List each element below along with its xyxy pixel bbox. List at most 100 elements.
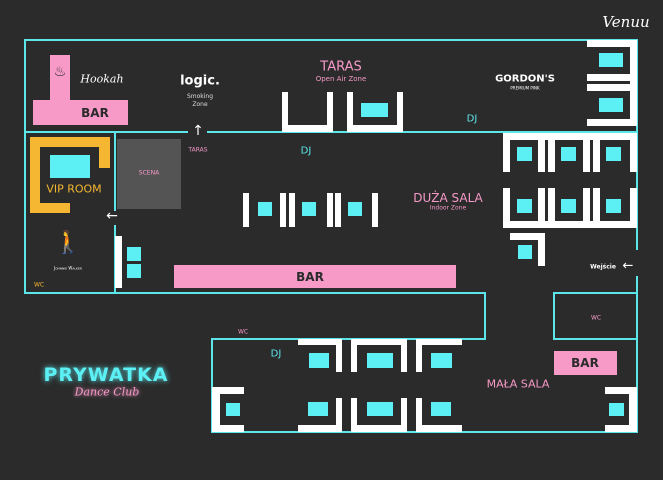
booth-wall: [587, 84, 637, 91]
table[interactable]: [348, 202, 362, 216]
wall: [553, 292, 638, 294]
table[interactable]: [517, 147, 532, 161]
vip-table[interactable]: [50, 155, 90, 178]
booth-wall: [351, 339, 407, 345]
duza-sala-subtitle: Indoor Zone: [429, 204, 467, 212]
table[interactable]: [561, 147, 576, 161]
wall: [636, 276, 638, 433]
booth-wall: [335, 193, 341, 227]
vip-wc-label: WC: [33, 281, 45, 289]
table[interactable]: [309, 353, 329, 368]
stage-label: SCENA: [138, 169, 160, 177]
booth-wall: [416, 339, 422, 372]
booth-wall: [347, 125, 403, 132]
table[interactable]: [606, 199, 621, 213]
booth-wall: [298, 339, 342, 345]
table[interactable]: [361, 103, 388, 117]
booth-wall: [587, 40, 637, 47]
table[interactable]: [367, 402, 393, 416]
booth-wall: [630, 133, 637, 172]
booth-wall: [538, 133, 545, 172]
booth-wall: [401, 339, 407, 372]
booth-wall: [351, 398, 357, 432]
taras-title: TARAS: [320, 59, 362, 75]
wall: [207, 131, 637, 133]
booth-wall: [351, 339, 357, 372]
booth-wall: [593, 133, 600, 172]
table[interactable]: [127, 247, 141, 261]
booth-wall: [587, 119, 637, 126]
booth-wall: [583, 133, 590, 172]
johnnie-walker-icon: 🚶: [54, 230, 82, 256]
booth-wall: [416, 425, 462, 432]
mala-dj-label: DJ: [270, 348, 282, 360]
gordons-sub: PREMIUM PINK: [510, 85, 540, 91]
left-arrow-icon[interactable]: ←: [106, 208, 118, 224]
table[interactable]: [127, 264, 141, 278]
table[interactable]: [599, 53, 623, 67]
booth-wall: [212, 387, 244, 394]
booth-wall: [593, 188, 600, 228]
vip-wall: [30, 137, 40, 213]
table[interactable]: [258, 202, 272, 216]
mala-bar-label: BAR: [571, 356, 599, 370]
duza-sala-title: DUŻA SALA: [413, 191, 483, 205]
logic-logo: logic.: [180, 73, 220, 89]
johnnie-walker-logo: Johnnie Walker: [54, 265, 82, 271]
booth-wall: [212, 387, 220, 432]
wall: [211, 338, 213, 433]
table[interactable]: [431, 353, 452, 368]
booth-wall: [243, 193, 249, 227]
taras-dj-label: DJ: [466, 113, 478, 125]
wall: [24, 292, 486, 294]
booth-wall: [372, 193, 378, 227]
table[interactable]: [308, 402, 328, 416]
booth-wall: [605, 425, 637, 432]
entrance-label: Wejście: [590, 263, 616, 271]
booth-wall: [298, 425, 342, 432]
wall: [24, 39, 638, 41]
booth-wall: [327, 193, 333, 227]
booth-wall: [630, 188, 637, 228]
mala-sala-bar[interactable]: [554, 351, 617, 375]
booth-wall: [503, 133, 510, 172]
table[interactable]: [518, 245, 532, 259]
table[interactable]: [609, 403, 624, 416]
booth-wall: [503, 133, 637, 140]
booth-wall: [548, 133, 555, 172]
booth-wall: [538, 188, 545, 228]
booth-wall: [629, 387, 637, 432]
table[interactable]: [367, 353, 393, 368]
hookah-icon: ♨: [53, 64, 67, 80]
up-arrow-icon[interactable]: ↑: [192, 123, 204, 139]
taras-bar[interactable]: [50, 55, 70, 101]
wall: [484, 292, 486, 340]
booth-wall: [347, 92, 353, 132]
wc-left-label: WC: [237, 328, 249, 336]
booth-wall: [503, 188, 510, 228]
booth-wall: [401, 398, 407, 432]
wall: [553, 292, 555, 340]
prywatka-logo: PRYWATKA: [43, 364, 169, 386]
booth-wall: [397, 92, 403, 132]
table[interactable]: [517, 199, 532, 213]
gordons-logo: GORDON'S: [495, 73, 555, 85]
taras-bar[interactable]: [33, 100, 128, 125]
table[interactable]: [606, 147, 621, 161]
table[interactable]: [431, 402, 451, 416]
wall: [211, 431, 638, 433]
table[interactable]: [561, 199, 576, 213]
main-bar-label: BAR: [296, 270, 324, 284]
booth-wall: [538, 233, 545, 266]
table[interactable]: [599, 98, 623, 112]
wall: [636, 39, 638, 250]
vip-wall: [30, 137, 110, 147]
table[interactable]: [226, 403, 240, 416]
booth-wall: [289, 193, 295, 227]
left-arrow-icon[interactable]: ←: [622, 258, 634, 274]
vip-wall: [30, 203, 70, 213]
taras-arrow-label: TARAS: [188, 146, 208, 154]
booth-wall: [503, 221, 637, 228]
table[interactable]: [302, 202, 316, 216]
main-bar[interactable]: [174, 265, 456, 288]
